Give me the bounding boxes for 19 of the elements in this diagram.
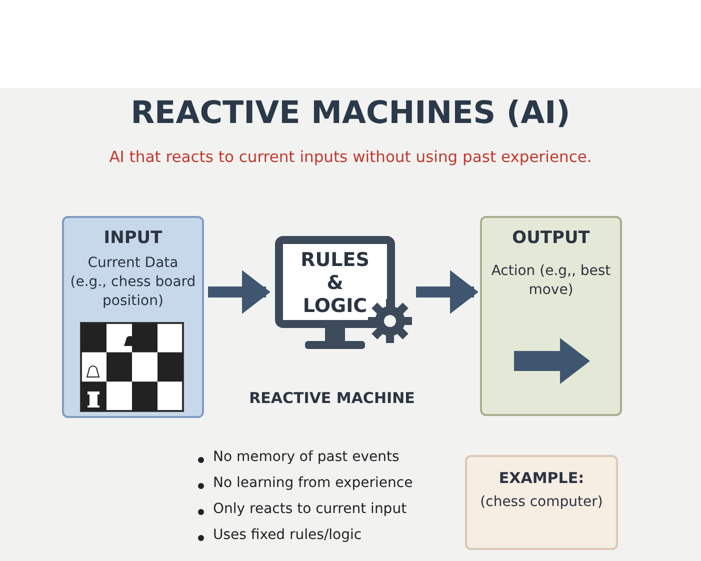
bullet-item: Only reacts to current input [213, 501, 408, 517]
box-text: Current Data (e.g., chess board position) [69, 254, 197, 311]
box-heading: OUTPUT [511, 228, 591, 248]
subtitle: AI that reacts to current inputs without using past experience. [108, 148, 593, 166]
node-caption: REACTIVE MACHINE [248, 389, 416, 407]
box-heading: INPUT [102, 228, 164, 248]
bullet-item: No learning from experience [213, 475, 414, 491]
arrow [416, 270, 478, 314]
box-heading: EXAMPLE: [498, 469, 586, 487]
box-text: (chess computer) [479, 493, 604, 512]
bullet-item: No memory of past events [213, 449, 400, 465]
panel-box [480, 216, 622, 416]
title: REACTIVE MACHINES (AI) [130, 95, 572, 131]
example-box [465, 455, 618, 550]
arrow [208, 270, 270, 314]
bullet-item: Uses fixed rules/logic [213, 527, 363, 543]
screen-text: RULES & LOGIC [300, 249, 370, 318]
box-text: Action (e.g,, best move) [490, 262, 612, 300]
panel-box [62, 216, 204, 418]
